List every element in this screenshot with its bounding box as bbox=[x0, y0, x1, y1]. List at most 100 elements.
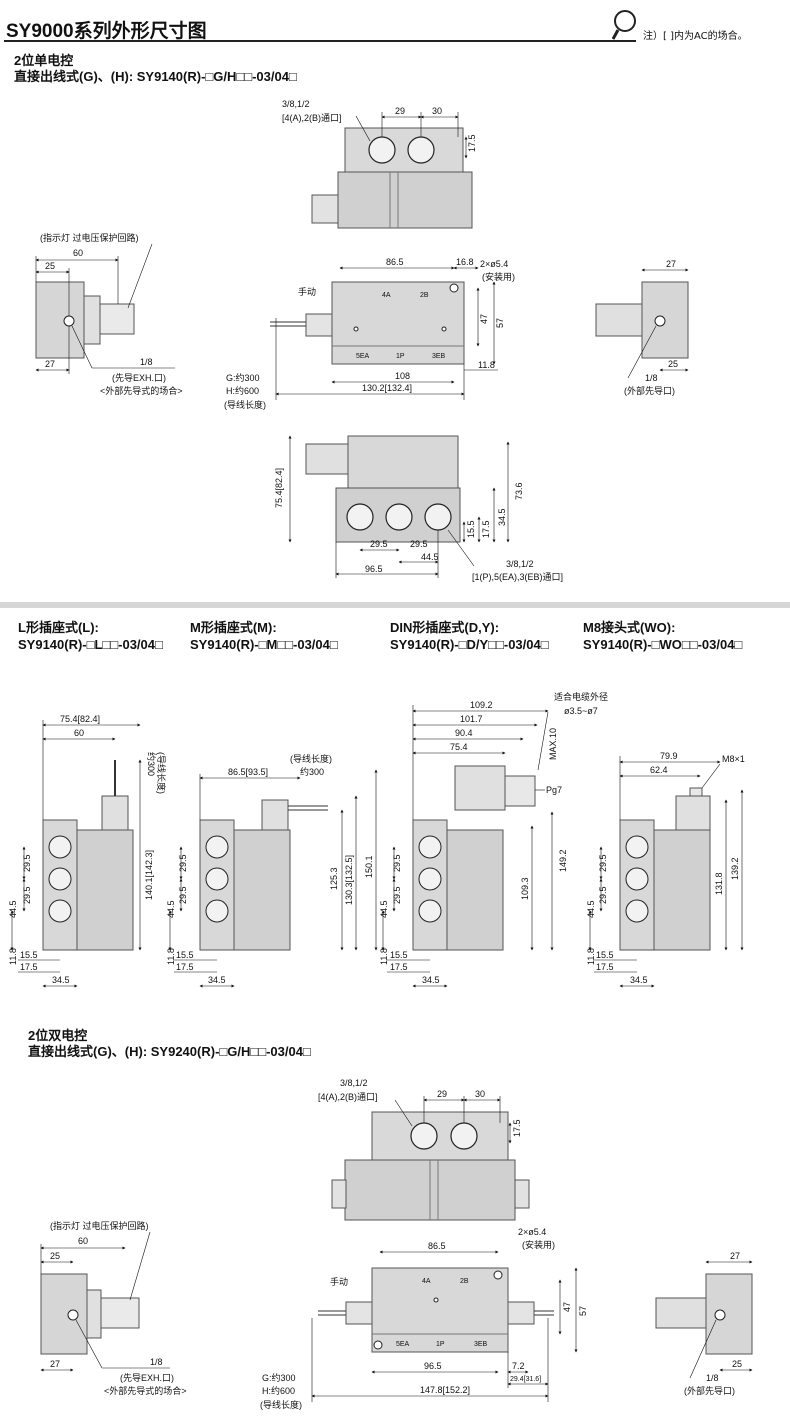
page-title: SY9000系列外形尺寸图 bbox=[6, 21, 207, 42]
s3-port-top-size: 3/8,1/2 bbox=[340, 1078, 368, 1088]
s1-side-view bbox=[288, 435, 510, 578]
m-dim-29-5-b: 29.5 bbox=[178, 886, 188, 904]
l-dim-75-4: 75.4[82.4] bbox=[60, 714, 100, 724]
pilot-ext-label: (外部先导口) bbox=[624, 385, 675, 396]
dim-73-6: 73.6 bbox=[514, 482, 524, 500]
din-dim-17-5: 17.5 bbox=[390, 962, 408, 972]
m-dim-17-5: 17.5 bbox=[176, 962, 194, 972]
type-l-model: SY9140(R)-□L□□-03/04□ bbox=[18, 637, 163, 652]
s3-dim-147-8: 147.8[152.2] bbox=[420, 1385, 470, 1395]
s3-dim-57: 57 bbox=[578, 1306, 588, 1316]
section-separator bbox=[0, 602, 790, 608]
m-dim-125-3: 125.3 bbox=[329, 867, 339, 890]
m-dim-86-5: 86.5[93.5] bbox=[228, 767, 268, 777]
s3-dim-86-5: 86.5 bbox=[428, 1241, 446, 1251]
l-lead-300: 约300 bbox=[146, 752, 157, 776]
pg7-label: Pg7 bbox=[546, 785, 562, 795]
din-dim-29-5: 29.5 bbox=[392, 854, 402, 872]
s1-left-view bbox=[35, 243, 175, 374]
dim-57: 57 bbox=[495, 318, 505, 328]
s3-dim-60: 60 bbox=[78, 1236, 88, 1246]
s3-port-1p: 1P bbox=[436, 1341, 445, 1348]
din-dim-101-7: 101.7 bbox=[460, 714, 483, 724]
m8-dim-44-5: 44.5 bbox=[586, 900, 596, 918]
l-dim-17-5: 17.5 bbox=[20, 962, 38, 972]
s3-dim-96-5: 96.5 bbox=[424, 1361, 442, 1371]
section1-subtitle: 直接出线式(G)、(H): SY9140(R)-□G/H□□-03/04□ bbox=[14, 69, 297, 84]
din-dim-150-1: 150.1 bbox=[364, 855, 374, 878]
dim-29-5-side-2: 29.5 bbox=[410, 539, 428, 549]
s3-dim-25-right: 25 bbox=[732, 1359, 742, 1369]
port-2b: 2B bbox=[420, 292, 429, 299]
dim-96-5: 96.5 bbox=[365, 564, 383, 574]
dim-30-top: 30 bbox=[432, 106, 442, 116]
mount-holes: 2×ø5.4 bbox=[480, 259, 508, 269]
dim-47: 47 bbox=[479, 314, 489, 324]
l-dim-29-5: 29.5 bbox=[22, 854, 32, 872]
dim-108: 108 bbox=[395, 371, 410, 381]
title-rule bbox=[4, 40, 636, 42]
cable-od-label: 适合电缆外径 bbox=[554, 691, 608, 702]
s3-mount-label: (安装用) bbox=[522, 1239, 555, 1250]
m8-dim-131-8: 131.8 bbox=[714, 872, 724, 895]
lead-len: (导线长度) bbox=[224, 399, 266, 410]
magnifier-icon bbox=[612, 10, 636, 40]
s3-port-5ea: 5EA bbox=[396, 1341, 410, 1348]
s1-right-view bbox=[595, 268, 689, 379]
s2-m-type bbox=[168, 774, 358, 988]
type-din-model: SY9140(R)-□D/Y□□-03/04□ bbox=[390, 637, 549, 652]
l-dim-140: 140.1[142.3] bbox=[144, 850, 154, 900]
m-lead-len: (导线长度) bbox=[290, 753, 332, 764]
dim-34-5: 34.5 bbox=[497, 508, 507, 526]
type-l-label: L形插座式(L): bbox=[18, 620, 99, 635]
s3-pilot-exh-label: (先导EXH.口) bbox=[120, 1372, 174, 1383]
din-dim-29-5-b: 29.5 bbox=[392, 886, 402, 904]
dim-60: 60 bbox=[73, 248, 83, 258]
port-1p: 1P bbox=[396, 353, 405, 360]
din-dim-109-3: 109.3 bbox=[520, 877, 530, 900]
din-dim-44-5: 44.5 bbox=[379, 900, 389, 918]
s3-pilot-ext-case: <外部先导式的场合> bbox=[104, 1385, 187, 1396]
s3-dim-27: 27 bbox=[50, 1359, 60, 1369]
dim-75-4: 75.4[82.4] bbox=[274, 468, 284, 508]
dim-86-5: 86.5 bbox=[386, 257, 404, 267]
type-m8-model: SY9140(R)-□WO□□-03/04□ bbox=[583, 637, 743, 652]
section3-subtitle: 直接出线式(G)、(H): SY9240(R)-□G/H□□-03/04□ bbox=[28, 1044, 311, 1059]
s2-din-type bbox=[374, 705, 554, 988]
m8-dim-139-2: 139.2 bbox=[730, 857, 740, 880]
port-5ea: 5EA bbox=[356, 353, 370, 360]
mount-label: (安装用) bbox=[482, 271, 515, 282]
s2-m8-type bbox=[588, 756, 744, 988]
s3-pilot-ext-label: (外部先导口) bbox=[684, 1385, 735, 1396]
section3-title: 2位双电控 bbox=[28, 1028, 88, 1043]
s3-pilot-ext-size: 1/8 bbox=[706, 1373, 719, 1383]
m8-dim-11-8: 11.8 bbox=[586, 948, 596, 965]
m-dim-130-3: 130.3[132.5] bbox=[344, 855, 354, 905]
m-dim-44-5: 44.5 bbox=[166, 900, 176, 918]
s3-left-view bbox=[40, 1231, 170, 1372]
s3-port-top-names: [4(A),2(B)通口] bbox=[318, 1092, 378, 1102]
din-dim-15-5: 15.5 bbox=[390, 950, 408, 960]
pilot-exh-size: 1/8 bbox=[140, 357, 153, 367]
m8-dim-17-5: 17.5 bbox=[596, 962, 614, 972]
pilot-ext-size: 1/8 bbox=[645, 373, 658, 383]
m8-dim-29-5-b: 29.5 bbox=[598, 886, 608, 904]
s3-dim-30: 30 bbox=[475, 1089, 485, 1099]
type-m-model: SY9140(R)-□M□□-03/04□ bbox=[190, 637, 338, 652]
din-dim-34-5: 34.5 bbox=[422, 975, 440, 985]
din-dim-149-2: 149.2 bbox=[558, 849, 568, 872]
dim-130: 130.2[132.4] bbox=[362, 383, 412, 393]
m8-thread: M8×1 bbox=[722, 754, 745, 764]
s3-lead-h: H:约600 bbox=[262, 1385, 295, 1396]
cable-range: ø3.5~ø7 bbox=[564, 706, 598, 716]
dim-29-5-side: 29.5 bbox=[370, 539, 388, 549]
lead-g: G:约300 bbox=[226, 372, 260, 383]
m-dim-15-5: 15.5 bbox=[176, 950, 194, 960]
dim-27: 27 bbox=[45, 359, 55, 369]
header-note: 注）[ ]内为AC的场合。 bbox=[643, 31, 748, 42]
max10-label: MAX.10 bbox=[548, 728, 558, 760]
l-dim-60: 60 bbox=[74, 728, 84, 738]
dim-15-5-side: 15.5 bbox=[466, 520, 476, 538]
m-dim-29-5: 29.5 bbox=[178, 854, 188, 872]
